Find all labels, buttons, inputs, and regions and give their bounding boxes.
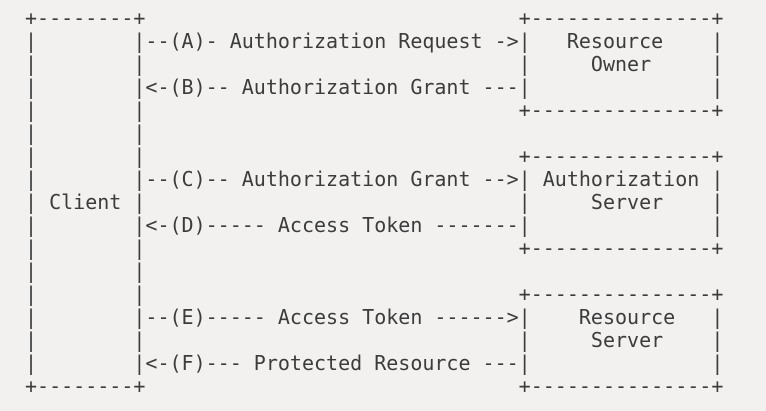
ascii-line-step-a-authorization-request: | |--(A)- Authorization Request ->| Reso… <box>25 29 724 53</box>
ascii-line-resource-owner-label: | | | Owner | <box>25 52 724 76</box>
ascii-line-client-side: | | <box>25 259 146 283</box>
ascii-line-step-c-authorization-grant: | |--(C)-- Authorization Grant -->| Auth… <box>25 167 724 191</box>
ascii-line-authorization-server-bottom-border: | | +---------------+ <box>25 236 724 260</box>
ascii-line-resource-server-label: | | | Server | <box>25 328 724 352</box>
ascii-line-step-e-access-token: | |--(E)----- Access Token ------>| Reso… <box>25 305 724 329</box>
oauth-abstract-flow-ascii-diagram: +--------+ +---------------+ | |--(A)- A… <box>25 7 723 398</box>
ascii-line-bottom-border: +--------+ +---------------+ <box>25 374 724 398</box>
ascii-line-resource-owner-bottom-border: | | +---------------+ <box>25 98 724 122</box>
ascii-line-step-b-authorization-grant: | |<-(B)-- Authorization Grant ---| | <box>25 75 724 99</box>
ascii-line-client-label-server-label: | Client | | Server | <box>25 190 724 214</box>
ascii-line-resource-server-top-border: | | +---------------+ <box>25 282 724 306</box>
ascii-line-step-d-access-token: | |<-(D)----- Access Token -------| | <box>25 213 724 237</box>
ascii-line-top-border: +--------+ +---------------+ <box>25 6 724 30</box>
ascii-line-authorization-server-top-border: | | +---------------+ <box>25 144 724 168</box>
ascii-line-client-side: | | <box>25 121 146 145</box>
ascii-line-step-f-protected-resource: | |<-(F)--- Protected Resource ---| | <box>25 351 724 375</box>
